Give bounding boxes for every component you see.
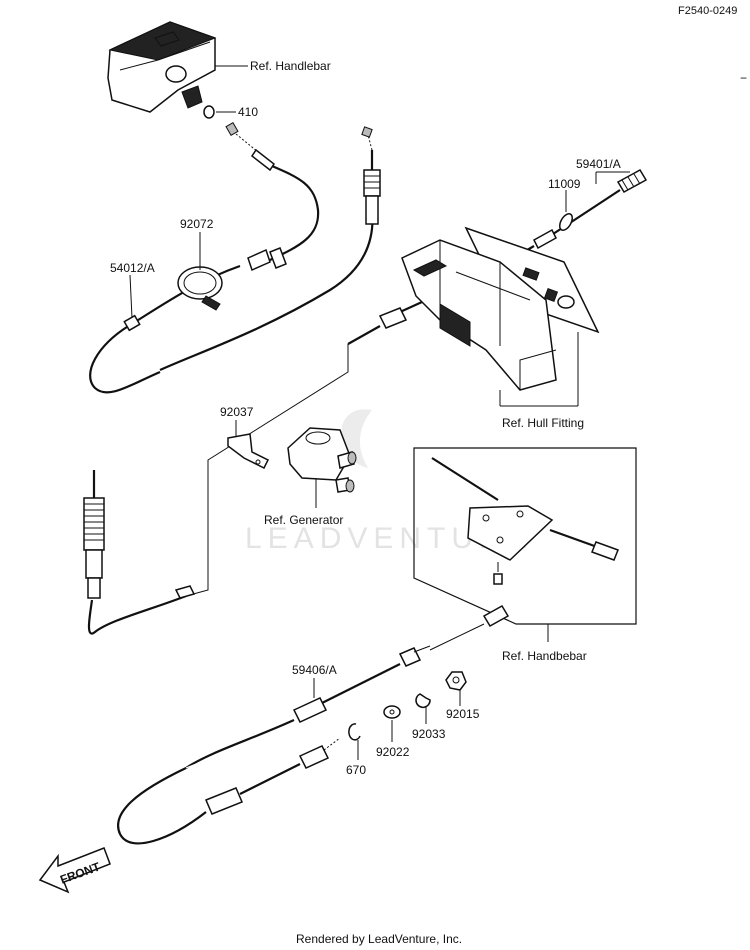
- label-ref-handbebar: Ref. Handbebar: [502, 649, 587, 663]
- leader-54012: [129, 274, 133, 319]
- handlebar-housing: [107, 21, 217, 119]
- generator: [287, 427, 357, 493]
- label-670: 670: [346, 763, 366, 777]
- label-ref-generator: Ref. Generator: [264, 513, 343, 527]
- cable-mid: [83, 344, 349, 635]
- cable-59406: [117, 604, 510, 845]
- cable-54012: [89, 121, 381, 394]
- label-54012: 54012/A: [110, 261, 155, 275]
- diagram-code: F2540-0249: [678, 5, 737, 17]
- label-92072: 92072: [180, 217, 214, 231]
- handlebar-detail-box: [413, 447, 637, 625]
- label-92015: 92015: [446, 707, 480, 721]
- label-59406: 59406/A: [292, 663, 337, 677]
- label-92037: 92037: [220, 405, 254, 419]
- footer-text: Rendered by LeadVenture, Inc.: [296, 932, 462, 946]
- front-arrow: FRONT: [38, 847, 111, 894]
- label-11009: 11009: [548, 177, 581, 191]
- hull-fitting-bracket: [401, 226, 600, 391]
- label-92033: 92033: [412, 727, 446, 741]
- label-ref-handlebar-top: Ref. Handlebar: [250, 59, 331, 73]
- bracket-92037: [227, 433, 270, 470]
- label-59401: 59401/A: [576, 157, 621, 171]
- hardware-parts: [348, 671, 467, 741]
- edge-mark: −: [740, 71, 747, 85]
- clamp-92072: [177, 266, 223, 311]
- label-ref-hull-fitting: Ref. Hull Fitting: [502, 416, 584, 430]
- label-92022: 92022: [376, 745, 410, 759]
- label-410: 410: [238, 105, 258, 119]
